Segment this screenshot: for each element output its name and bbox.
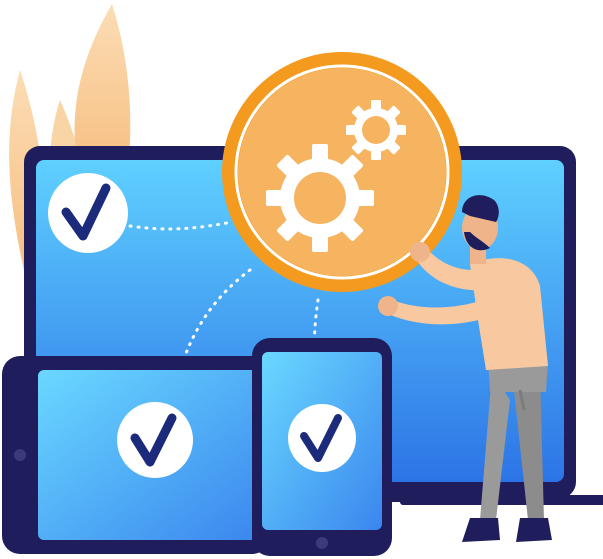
tablet-check-badge [117, 402, 193, 478]
checkmark-icon [130, 413, 177, 467]
checkmark-icon [300, 414, 342, 462]
checkmark-icon [61, 183, 111, 241]
gear-icon [346, 100, 406, 160]
monitor-check-badge [48, 173, 128, 253]
gear-icon [266, 144, 374, 252]
gear-coin [222, 52, 462, 292]
person [378, 195, 552, 542]
phone-check-badge [288, 404, 356, 472]
